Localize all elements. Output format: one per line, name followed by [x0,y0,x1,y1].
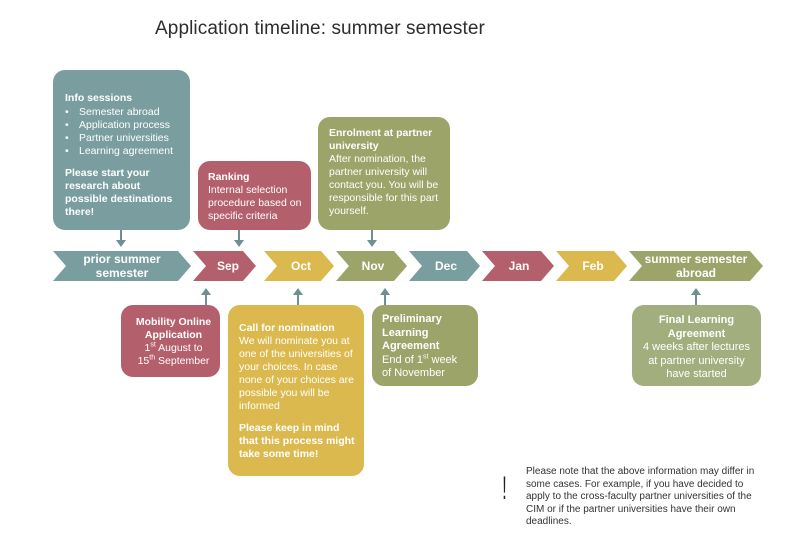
mobility-online-date-start: 1st August to [131,342,216,355]
date-text: August to [155,342,203,354]
info-sessions-note: Please start your research about possibl… [65,167,173,218]
page-title: Application timeline: summer semester [155,18,485,39]
ranking-card: Ranking Internal selection procedure bas… [198,161,311,230]
date-number: 1 [144,342,151,354]
date-suffix: th [149,354,156,362]
disclaimer-text: Please note that the above information m… [526,466,755,527]
list-item: Partner universities [65,132,180,145]
timeline-label-prior-summer: prior summer semester [83,252,161,280]
info-sessions-heading: Info sessions [65,92,133,104]
preliminary-heading: Preliminary Learning Agreement [382,313,442,352]
enrolment-text: After nomination, the partner university… [329,153,439,217]
enrolment-heading: Enrolment at partner university [329,127,433,152]
preliminary-learning-agreement-card: Preliminary Learning Agreement End of 1s… [372,305,478,386]
timeline-label-jan: Jan [508,259,530,273]
enrolment-card: Enrolment at partner university After no… [318,117,450,230]
date-text: September [155,355,210,367]
nomination-text: We will nominate you at one of the unive… [239,335,354,412]
ranking-heading: Ranking [208,171,250,183]
final-la-heading: Final Learning Agreement [658,314,735,340]
date-suffix: st [422,352,429,360]
preliminary-date-month: of November [382,367,445,379]
timeline-label-feb: Feb [582,259,604,273]
info-sessions-list: Semester abroad Application process Part… [65,106,180,158]
nomination-note: Please keep in mind that this process mi… [239,422,355,460]
final-la-text: 4 weeks after lectures at partner univer… [643,341,750,380]
info-sessions-card: Info sessions Semester abroad Applicatio… [53,70,190,230]
timeline-label-nov: Nov [361,259,385,273]
list-item: Learning agreement [65,145,180,158]
list-item: Application process [65,119,180,132]
call-for-nomination-card: Call for nomination We will nominate you… [228,305,364,476]
exclamation-icon: ! [502,470,507,506]
timeline-label-oct: Oct [290,259,311,273]
date-number: 15 [137,355,150,367]
mobility-online-date-end: 15th September [131,355,216,368]
preliminary-date: End of 1st week [382,352,472,368]
date-text: End of 1 [382,353,423,366]
timeline-label-dec: Dec [434,259,457,273]
ranking-text: Internal selection procedure based on sp… [208,184,302,222]
timeline-label-summer-abroad: summer semester abroad [644,252,748,280]
final-learning-agreement-card: Final Learning Agreement 4 weeks after l… [632,305,761,386]
nomination-heading: Call for nomination [239,322,335,334]
date-suffix: st [150,341,156,349]
timeline-label-sep: Sep [216,259,239,273]
mobility-online-heading: Mobility Online Application [135,316,212,341]
mobility-online-card: Mobility Online Application 1st August t… [121,305,220,377]
date-text: week [428,353,458,366]
list-item: Semester abroad [65,106,180,119]
